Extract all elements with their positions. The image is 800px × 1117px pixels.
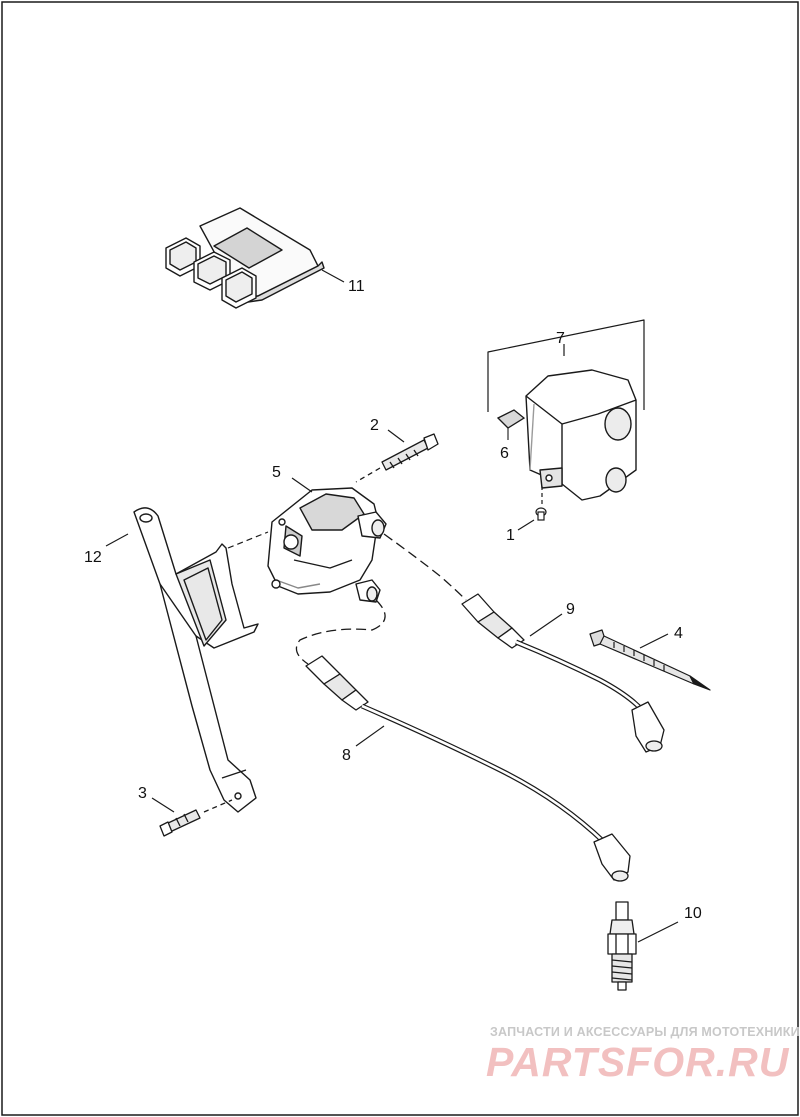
leader-4 (639, 633, 669, 649)
part-cable-strap (589, 629, 711, 691)
leader-5 (291, 477, 313, 493)
callout-4: 4 (674, 625, 683, 642)
leader-10 (637, 921, 679, 943)
callout-1: 1 (506, 527, 515, 544)
callout-6: 6 (500, 445, 509, 462)
part-ignition-coil (267, 487, 387, 603)
leader-3 (151, 797, 175, 813)
callout-10: 10 (684, 905, 702, 922)
part-short-bolt (159, 799, 233, 837)
callout-2: 2 (370, 417, 379, 434)
callout-8: 8 (342, 747, 351, 764)
callout-12: 12 (84, 549, 102, 566)
callout-7: 7 (556, 330, 565, 347)
dash-bracket-coil (227, 531, 269, 549)
leader-2 (387, 429, 405, 443)
part-spark-plug (607, 901, 637, 991)
leader-8 (355, 725, 385, 747)
leader-11 (321, 269, 345, 283)
callout-5: 5 (272, 464, 281, 481)
part-ecm-module (165, 207, 325, 309)
part-mounting-bracket (133, 507, 259, 813)
callout-3: 3 (138, 785, 147, 802)
part-screw (535, 486, 547, 521)
part-spark-plug-cable-rear (383, 533, 665, 753)
part-long-bolt (355, 433, 439, 483)
part-foam-pad (496, 409, 526, 440)
leader-9 (529, 613, 563, 637)
leader-1 (517, 519, 535, 531)
callout-11: 11 (348, 278, 365, 295)
callout-9: 9 (566, 601, 575, 618)
watermark-logo: PARTSFOR.RU (486, 1039, 790, 1085)
leader-12 (105, 533, 129, 547)
watermark-tagline: ЗАПЧАСТИ И АКСЕССУАРЫ ДЛЯ МОТОТЕХНИКИ (490, 1025, 800, 1039)
part-spark-plug-cable-front (295, 599, 631, 882)
part-coil-cover (487, 319, 645, 501)
